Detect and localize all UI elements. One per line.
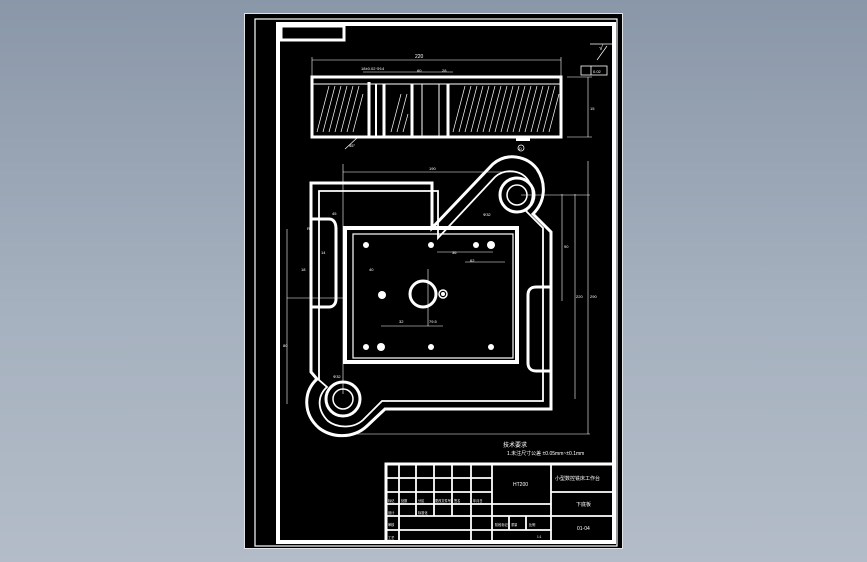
dim-vert-right3: 290 (590, 294, 597, 299)
left-edge-label: 80 (283, 343, 288, 348)
dim-left-side: 14 (321, 250, 326, 255)
hole-lower-label: Φ32 (333, 374, 341, 379)
datum-label: D (519, 146, 522, 151)
dim-left-slot: 18 (301, 267, 306, 272)
hatch-left (316, 85, 364, 133)
cell-scale: 比例 (529, 522, 535, 527)
cell-mark: 标记 (388, 498, 395, 503)
notes-heading: 技术要求 (503, 441, 527, 449)
cell-weight: 重量 (511, 522, 518, 527)
dim-vert-inner: 40 (369, 267, 374, 272)
cell-change: 更改文件号 (435, 498, 451, 503)
cell-standard: 标准化 (418, 510, 428, 515)
technical-notes: 技术要求 1.未注尺寸公差 ±0.05mm~±0.1mm (503, 441, 584, 457)
drawing-viewport[interactable]: 220 18±0.02 Φ14 60 28 15 0.02 √ 45° D (244, 13, 623, 549)
drawing-no: 01-04 (577, 526, 590, 532)
dim-top: 190 (429, 166, 436, 171)
tolerance-value: 0.02 (593, 69, 602, 74)
dim-upper-left: 18±0.02 Φ14 (361, 66, 385, 71)
slot-radius-label: R2 (307, 226, 313, 231)
dim-upper-mid: 60 (417, 68, 422, 73)
notes-line1: 1.未注尺寸公差 ±0.05mm~±0.1mm (507, 450, 584, 457)
dim-vert-right1: 90 (564, 244, 569, 249)
cell-zone: 分区 (418, 498, 425, 503)
hatch-right (452, 85, 560, 133)
plan-view: 190 36 62 90 220 290 14 18 45 32 79.5 40… (283, 155, 597, 438)
dim-vert-right2: 220 (576, 294, 583, 299)
hatch-mid (390, 93, 409, 133)
drawing-type: 下底板 (576, 501, 591, 508)
leader-label: 45° (349, 143, 355, 148)
cell-date: 年月日 (473, 498, 483, 503)
sheet-border (254, 18, 618, 547)
dim-left-angle: 45 (332, 211, 337, 216)
dim-bottom-inner2: 79.5 (429, 319, 438, 324)
cell-sign: 签名 (454, 498, 460, 503)
roughness-symbol: √ (599, 44, 603, 52)
dim-height: 15 (590, 106, 595, 111)
material: HT200 (513, 482, 528, 488)
cell-stage: 阶段标记 (495, 522, 509, 527)
engineering-drawing: 220 18±0.02 Φ14 60 28 15 0.02 √ 45° D (254, 18, 618, 547)
dim-inner-horiz: 36 (452, 250, 457, 255)
row-review: 审核 (388, 522, 395, 527)
dim-overall-width: 220 (415, 54, 424, 60)
part-name: 小型数控铣床工作台 (555, 475, 600, 482)
hole-upper-label: Φ32 (483, 212, 491, 217)
front-view: 220 18±0.02 Φ14 60 28 15 0.02 √ 45° D (310, 43, 615, 152)
drawing-no-box (279, 24, 346, 42)
scale-value: 1:1 (537, 535, 542, 539)
cell-count: 处数 (401, 498, 408, 503)
dim-upper-right: 28 (442, 68, 447, 73)
cell-design: 设计 (388, 510, 395, 515)
row-process: 工艺 (388, 535, 394, 540)
dim-bottom-inner1: 32 (399, 319, 404, 324)
title-block: HT200 小型数控铣床工作台 下底板 01-04 标记 处数 分区 更改文件号… (384, 462, 616, 544)
dim-inner-horiz2: 62 (470, 258, 475, 263)
